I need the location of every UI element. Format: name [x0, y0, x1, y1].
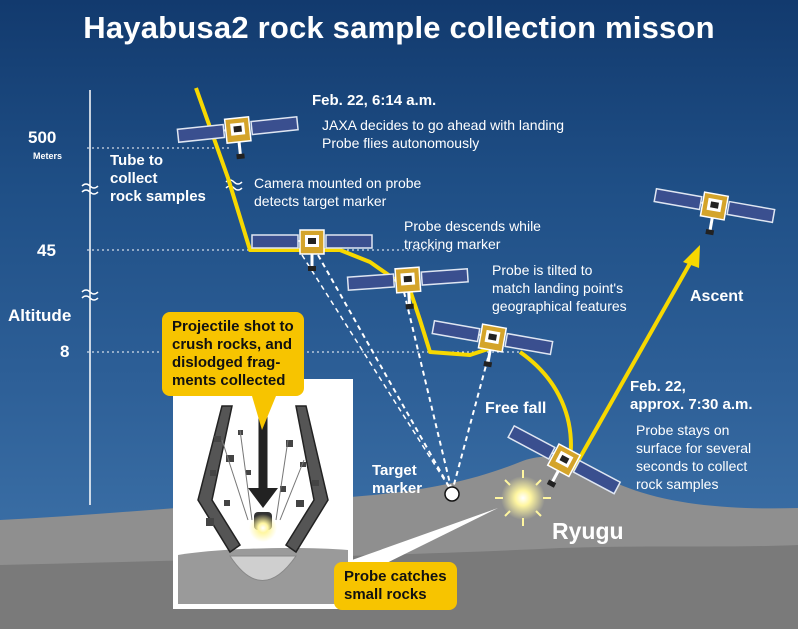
probe-ascent [648, 182, 778, 247]
ascent-path [571, 257, 695, 471]
callout-projectile-line2: crush rocks, and [172, 336, 293, 353]
label-ryugu: Ryugu [552, 518, 624, 544]
label-descends-line1: Probe descends while [404, 218, 541, 234]
axis-break-2 [81, 289, 99, 301]
label-event2-time-line1: Feb. 22, [630, 378, 686, 395]
label-tilted-line1: Probe is tilted to [492, 262, 593, 278]
label-tube-line2: collect [110, 170, 158, 187]
label-ascent: Ascent [690, 288, 744, 305]
tick-label-45: 45 [37, 241, 56, 260]
label-free-fall: Free fall [485, 400, 547, 417]
free-fall-path [518, 350, 573, 461]
label-event2-time-line2: approx. 7:30 a.m. [630, 396, 753, 413]
callout-catches-line1: Probe catches [344, 568, 447, 585]
label-event1-line1: JAXA decides to go ahead with landing [322, 117, 565, 133]
label-event1-time: Feb. 22, 6:14 a.m. [312, 92, 437, 109]
probe-tilted [426, 314, 556, 379]
callout-projectile-line1: Projectile shot to [172, 318, 294, 335]
callout-projectile-line4: ments collected [172, 372, 286, 389]
callout-projectile: Projectile shot to crush rocks, and disl… [162, 312, 304, 396]
sampler-horn-left [197, 405, 242, 554]
projectile-arrow [248, 488, 278, 508]
callout-catches: Probe catches small rocks [334, 562, 457, 610]
label-tilted-line2: match landing point's [492, 280, 624, 296]
tick-label-8: 8 [60, 342, 70, 361]
tick-unit-meters: Meters [33, 151, 63, 161]
label-target-line2: marker [372, 480, 423, 497]
label-event1-line2: Probe flies autonomously [322, 135, 480, 151]
label-descends-line2: tracking marker [404, 236, 501, 252]
callout-pointer-projectile [252, 396, 276, 430]
label-camera-line1: Camera mounted on probe [254, 175, 422, 191]
axis-break-1 [81, 183, 99, 195]
label-tube-line1: Tube to [110, 152, 164, 169]
label-camera-line2: detects target marker [254, 193, 387, 209]
altitude-axis-label: Altitude [8, 306, 72, 325]
target-marker-ball [444, 486, 460, 502]
label-target-line1: Target [372, 462, 417, 479]
label-event2-line4: rock samples [636, 476, 719, 492]
label-event2-line2: surface for several [636, 440, 752, 456]
probe-at-500m [175, 110, 302, 167]
label-event2-line1: Probe stays on [636, 422, 730, 438]
label-tube-line3: rock samples [110, 188, 206, 205]
callout-projectile-line3: dislodged frag- [172, 354, 281, 371]
tick-label-500: 500 [28, 128, 57, 147]
callout-catches-line2: small rocks [344, 586, 427, 603]
touchdown-flash [501, 476, 545, 520]
sampler-horn-right [284, 405, 329, 554]
label-tilted-line3: geographical features [492, 298, 627, 314]
probe-tracking [345, 262, 472, 315]
page-title: Hayabusa2 rock sample collection misson [83, 10, 715, 45]
label-event2-line3: seconds to collect [636, 458, 748, 474]
ascent-arrowhead [683, 245, 700, 268]
